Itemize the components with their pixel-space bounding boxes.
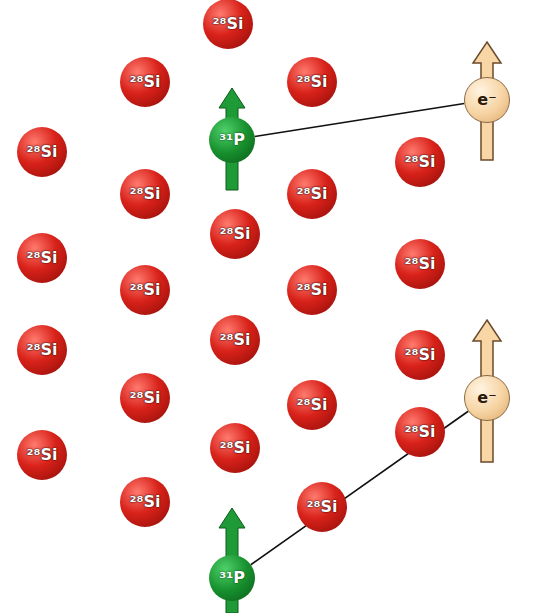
atom-label: ²⁸Si	[404, 256, 435, 272]
silicon-atom: ²⁸Si	[120, 373, 170, 423]
bond-line	[255, 104, 465, 137]
atom-label: ²⁸Si	[219, 440, 250, 456]
silicon-atom: ²⁸Si	[287, 169, 337, 219]
atom-label: ²⁸Si	[129, 186, 160, 202]
atom-label: ²⁸Si	[296, 74, 327, 90]
silicon-atom: ²⁸Si	[210, 315, 260, 365]
atom-label: e⁻	[477, 390, 496, 406]
atom-label: ²⁸Si	[404, 347, 435, 363]
atom-label: ²⁸Si	[404, 154, 435, 170]
atom-label: ²⁸Si	[129, 390, 160, 406]
silicon-atom: ²⁸Si	[17, 325, 67, 375]
silicon-atom: ²⁸Si	[17, 127, 67, 177]
silicon-atom: ²⁸Si	[395, 407, 445, 457]
atom-label: ²⁸Si	[404, 424, 435, 440]
electron: e⁻	[464, 77, 510, 123]
silicon-atom: ²⁸Si	[17, 233, 67, 283]
silicon-atom: ²⁸Si	[395, 239, 445, 289]
atom-label: ³¹P	[219, 570, 245, 586]
atom-label: ²⁸Si	[296, 397, 327, 413]
atom-label: ²⁸Si	[129, 282, 160, 298]
silicon-atom: ²⁸Si	[120, 477, 170, 527]
silicon-atom: ²⁸Si	[395, 330, 445, 380]
silicon-atom: ²⁸Si	[120, 169, 170, 219]
phosphorus-atom: ³¹P	[209, 117, 255, 163]
atom-label: e⁻	[477, 92, 496, 108]
atom-label: ²⁸Si	[219, 226, 250, 242]
atom-label: ²⁸Si	[26, 144, 57, 160]
silicon-atom: ²⁸Si	[210, 423, 260, 473]
bond-line	[255, 104, 465, 137]
atom-label: ³¹P	[219, 132, 245, 148]
electron: e⁻	[464, 375, 510, 421]
silicon-atom: ²⁸Si	[297, 482, 347, 532]
atom-label: ²⁸Si	[26, 447, 57, 463]
atom-label: ²⁸Si	[306, 499, 337, 515]
silicon-atom: ²⁸Si	[287, 265, 337, 315]
atom-label: ²⁸Si	[296, 282, 327, 298]
silicon-atom: ²⁸Si	[287, 380, 337, 430]
silicon-atom: ²⁸Si	[17, 430, 67, 480]
silicon-atom: ²⁸Si	[120, 57, 170, 107]
silicon-atom: ²⁸Si	[203, 0, 253, 49]
atom-label: ²⁸Si	[296, 186, 327, 202]
silicon-atom: ²⁸Si	[395, 137, 445, 187]
atom-label: ²⁸Si	[129, 494, 160, 510]
atom-label: ²⁸Si	[26, 342, 57, 358]
atom-label: ²⁸Si	[26, 250, 57, 266]
silicon-atom: ²⁸Si	[120, 265, 170, 315]
atom-label: ²⁸Si	[212, 16, 243, 32]
atom-label: ²⁸Si	[219, 332, 250, 348]
silicon-atom: ²⁸Si	[287, 57, 337, 107]
phosphorus-atom: ³¹P	[209, 555, 255, 601]
atom-label: ²⁸Si	[129, 74, 160, 90]
nuclear-spin-arrow	[219, 88, 245, 190]
silicon-atom: ²⁸Si	[210, 209, 260, 259]
